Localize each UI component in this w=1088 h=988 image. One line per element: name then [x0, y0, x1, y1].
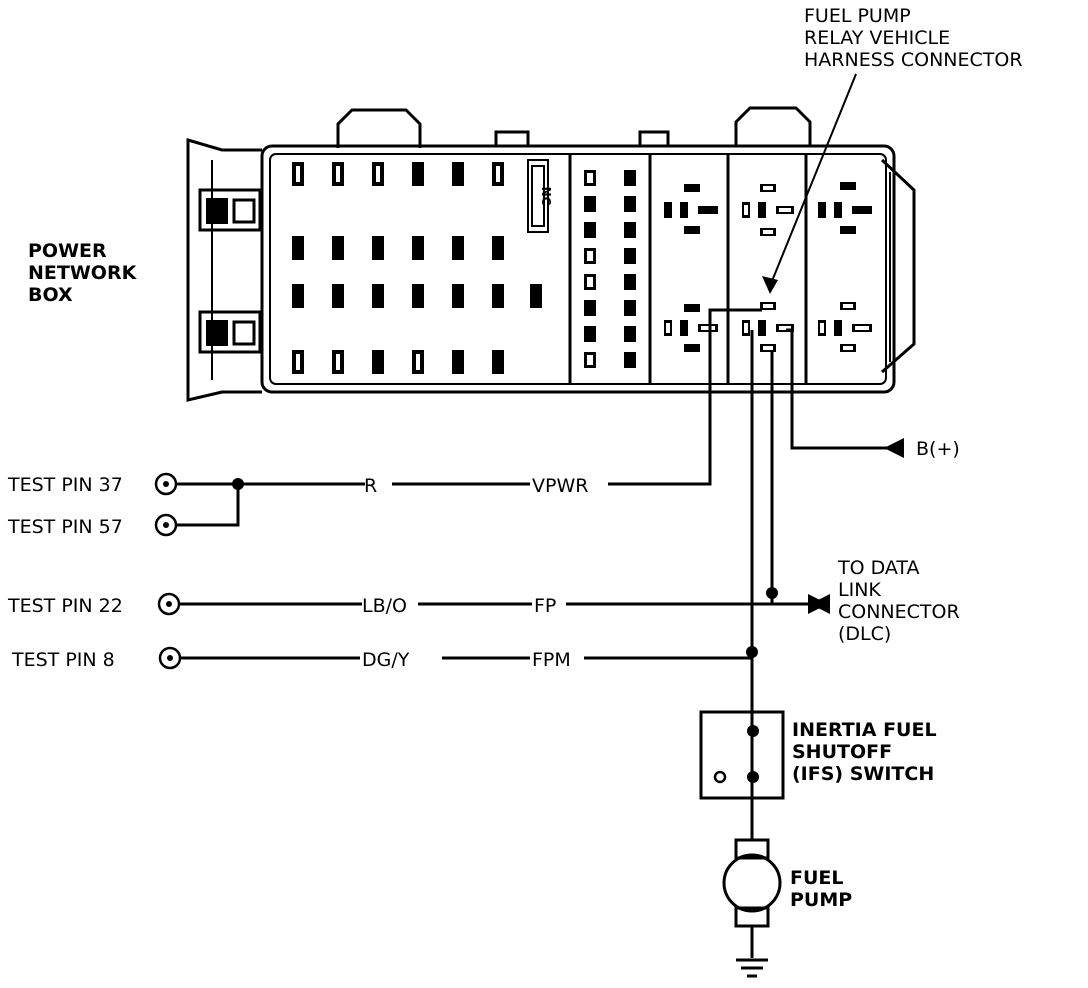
svg-text:CONNECTOR: CONNECTOR	[838, 601, 960, 623]
power-network-box: NC	[186, 106, 916, 402]
relay-sockets-upper	[664, 182, 872, 236]
svg-text:TEST PIN 8: TEST PIN 8	[11, 649, 115, 671]
svg-text:NC: NC	[539, 187, 553, 206]
wire-fpm: DG/Y FPM	[180, 646, 758, 671]
wire-fp-color: LB/O	[362, 595, 407, 617]
test-pin-37: TEST PIN 37	[7, 472, 178, 496]
wire-fpm-color: DG/Y	[362, 649, 410, 671]
svg-text:TEST PIN 22: TEST PIN 22	[7, 595, 123, 617]
svg-text:TEST PIN 37: TEST PIN 37	[7, 474, 123, 496]
wire-fp: LB/O FP	[179, 352, 830, 617]
svg-text:HARNESS CONNECTOR: HARNESS CONNECTOR	[804, 49, 1023, 71]
svg-text:POWER: POWER	[28, 240, 107, 262]
test-pin-22: TEST PIN 22	[7, 592, 181, 617]
svg-text:INERTIA FUEL: INERTIA FUEL	[792, 719, 937, 741]
fuse-slots	[292, 162, 542, 374]
svg-text:TO DATA: TO DATA	[837, 557, 920, 579]
relay-leader-line	[769, 73, 857, 287]
svg-text:RELAY VEHICLE: RELAY VEHICLE	[804, 27, 950, 49]
relay-sockets-lower	[664, 302, 872, 352]
svg-text:TEST PIN 57: TEST PIN 57	[7, 516, 123, 538]
relay-jumper	[708, 308, 762, 330]
wire-fp-circuit: FP	[534, 595, 556, 617]
svg-text:NETWORK: NETWORK	[28, 262, 138, 284]
dlc-label: TO DATA LINK CONNECTOR (DLC)	[837, 557, 960, 645]
svg-text:PUMP: PUMP	[790, 889, 852, 911]
fuel-pump-motor: FUEL PUMP	[722, 838, 852, 958]
inertia-fuel-shutoff-switch: INERTIA FUEL SHUTOFF (IFS) SWITCH	[699, 710, 937, 800]
svg-text:(DLC): (DLC)	[838, 623, 891, 645]
relay-connector-label: FUEL PUMP RELAY VEHICLE HARNESS CONNECTO…	[804, 5, 1023, 71]
wire-vpwr: R VPWR	[176, 330, 712, 527]
wire-fpm-circuit: FPM	[532, 649, 571, 671]
test-pin-8: TEST PIN 8	[11, 646, 182, 671]
wire-battery: B(+)	[786, 328, 960, 460]
svg-text:SHUTOFF: SHUTOFF	[792, 741, 892, 763]
nc-fuse-marker: NC	[527, 159, 553, 233]
svg-text:FUEL PUMP: FUEL PUMP	[804, 5, 911, 27]
test-pin-57: TEST PIN 57	[7, 513, 178, 538]
svg-text:BOX: BOX	[28, 284, 73, 306]
ground-icon	[736, 958, 768, 978]
svg-text:(IFS) SWITCH: (IFS) SWITCH	[792, 763, 934, 785]
svg-text:FUEL: FUEL	[790, 867, 844, 889]
svg-text:LINK: LINK	[838, 579, 881, 601]
mini-fuse-slots	[584, 170, 636, 368]
battery-label: B(+)	[916, 438, 960, 460]
wire-vpwr-circuit: VPWR	[532, 475, 588, 497]
power-network-box-label: POWER NETWORK BOX	[28, 240, 138, 306]
wire-vpwr-color: R	[364, 475, 377, 497]
